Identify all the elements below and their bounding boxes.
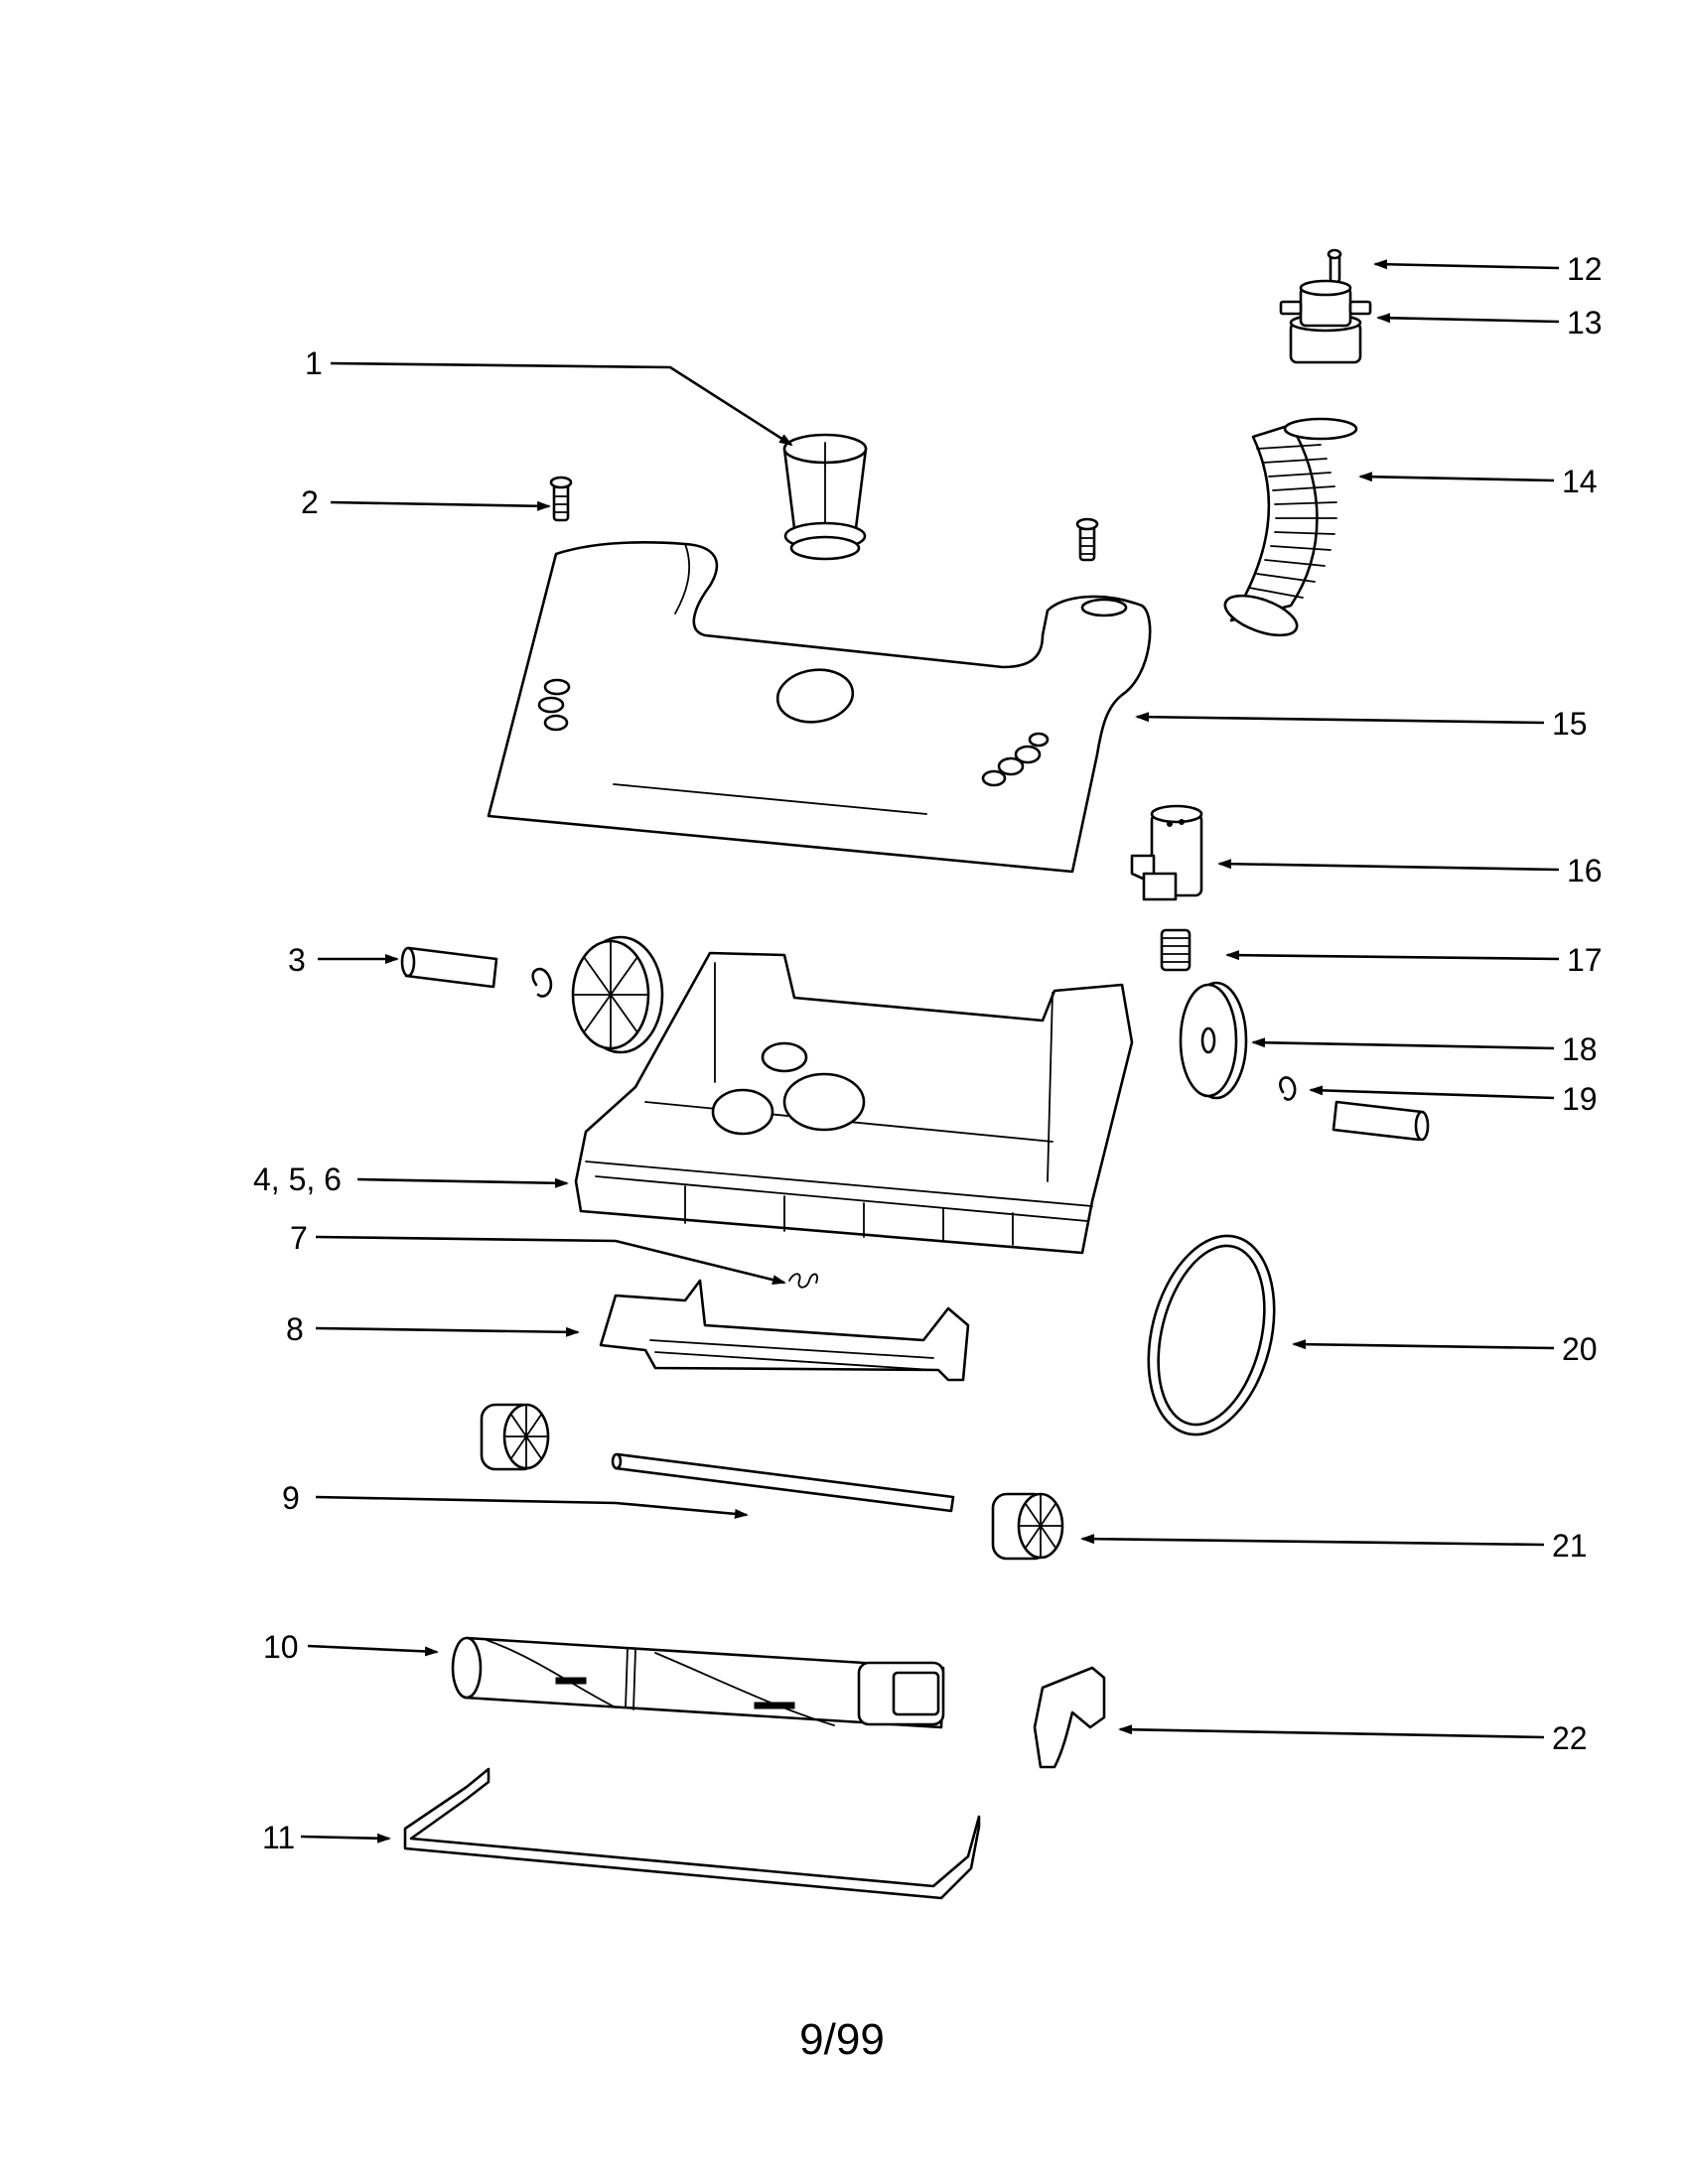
callout-7: 7	[290, 1220, 308, 1256]
screw-part-12	[1327, 248, 1342, 284]
leader-4-5-6	[356, 1177, 569, 1188]
callout-19: 19	[1562, 1081, 1598, 1117]
corrugated-hose-part-14	[1223, 417, 1358, 637]
callout-17: 17	[1567, 942, 1603, 978]
callout-8: 8	[286, 1311, 304, 1347]
callout-4-5-6: 4, 5, 6	[253, 1161, 342, 1197]
callout-12: 12	[1567, 251, 1603, 287]
axle-part-19	[1332, 1100, 1430, 1142]
leader-15	[1135, 712, 1545, 725]
callout-15: 15	[1552, 706, 1588, 742]
callout-18: 18	[1562, 1031, 1598, 1067]
bottom-plate-part-8	[599, 1279, 970, 1382]
callout-11: 11	[262, 1820, 295, 1855]
leader-17	[1225, 950, 1560, 961]
screw-part-2-second	[1075, 517, 1099, 562]
leader-7	[315, 1235, 786, 1285]
callout-14: 14	[1562, 464, 1598, 499]
leader-19	[1309, 1085, 1555, 1100]
shaft-part-9	[611, 1452, 955, 1513]
leader-16	[1217, 859, 1560, 872]
callout-13: 13	[1567, 305, 1603, 341]
spring-part-17	[1160, 928, 1192, 972]
leader-20	[1292, 1339, 1555, 1350]
rear-wheel-right-part-18	[1179, 981, 1248, 1100]
brush-roll-part-10	[451, 1636, 945, 1729]
callout-1: 1	[305, 345, 323, 381]
leader-22	[1118, 1724, 1545, 1739]
leader-11	[300, 1833, 391, 1843]
rear-wheel-left	[571, 935, 664, 1054]
leader-21	[1080, 1534, 1545, 1547]
belt-part-20	[1147, 1234, 1276, 1436]
spring-part-7	[788, 1273, 818, 1289]
leader-2	[330, 500, 551, 511]
hood-cover-part-15	[487, 541, 1152, 874]
axle-part-3	[400, 946, 498, 989]
base-chassis-part-4-5-6	[574, 951, 1134, 1255]
leader-14	[1358, 472, 1555, 482]
end-cap-left	[480, 1403, 550, 1471]
clip-part-3	[531, 967, 553, 998]
callout-22: 22	[1552, 1720, 1588, 1756]
callout-9: 9	[282, 1480, 300, 1516]
leader-10	[307, 1644, 439, 1657]
leader-12	[1373, 259, 1560, 270]
end-cap-part-21	[991, 1492, 1064, 1561]
clip-part-19	[1279, 1076, 1297, 1101]
bumper-part-11	[403, 1767, 981, 1900]
screw-part-2	[549, 476, 573, 522]
callout-2: 2	[301, 484, 319, 520]
switch-part-16	[1130, 804, 1203, 901]
leader-18	[1251, 1037, 1555, 1050]
nozzle-part-1	[782, 433, 868, 561]
callout-labels: 1 2 3 4, 5, 6 7 8 9 10 11 12 13 14 15 16…	[253, 251, 1603, 1855]
belt-guard-part-22	[1033, 1666, 1106, 1769]
callout-20: 20	[1562, 1331, 1598, 1367]
footer-date-code: 9/99	[799, 2015, 885, 2064]
leader-1	[330, 361, 793, 447]
callout-10: 10	[263, 1629, 299, 1665]
callout-21: 21	[1552, 1528, 1588, 1564]
leader-13	[1376, 313, 1560, 324]
hose-coupling-part-13	[1279, 279, 1372, 364]
callout-leaders	[300, 259, 1560, 1843]
callout-16: 16	[1567, 853, 1603, 888]
leader-9	[315, 1495, 749, 1519]
leader-8	[315, 1326, 580, 1337]
callout-3: 3	[288, 942, 306, 978]
